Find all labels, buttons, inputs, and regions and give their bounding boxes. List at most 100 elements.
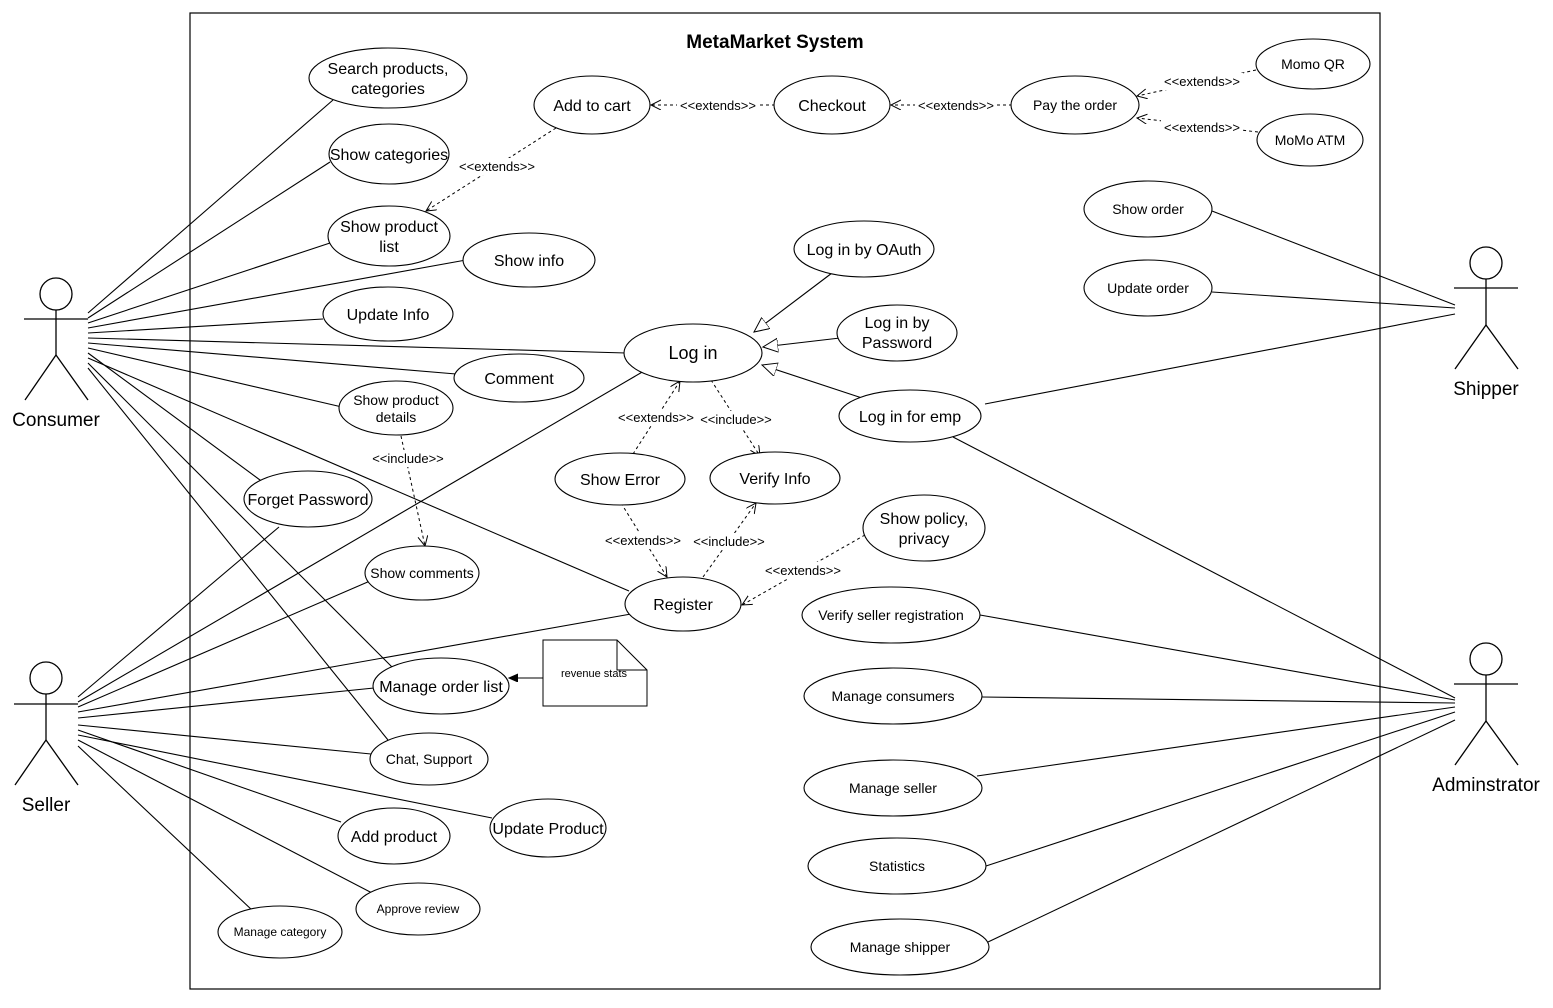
label-extends-pay-checkout: <<extends>>: [918, 98, 994, 113]
svg-text:Password: Password: [862, 335, 932, 352]
svg-text:Pay the order: Pay the order: [1033, 97, 1117, 113]
actor-seller[interactable]: Seller: [14, 661, 79, 816]
svg-text:Log in by OAuth: Log in by OAuth: [807, 242, 922, 259]
use-case-show-product-list[interactable]: Show product list: [327, 205, 451, 267]
svg-text:Manage order list: Manage order list: [379, 679, 503, 696]
use-case-manage-shipper[interactable]: Manage shipper: [810, 918, 990, 976]
use-case-verify-seller[interactable]: Verify seller registration: [801, 586, 981, 644]
dependency-labels: <<extends>> <<extends>> <<extends>> <<ex…: [369, 73, 1243, 579]
use-case-statistics[interactable]: Statistics: [807, 837, 987, 895]
use-case-manage-category[interactable]: Manage category: [217, 905, 343, 959]
use-case-show-comments[interactable]: Show comments: [364, 545, 480, 601]
svg-text:Show categories: Show categories: [330, 147, 448, 164]
use-case-login[interactable]: Log in: [623, 323, 763, 383]
label-include-verify-login: <<include>>: [700, 412, 772, 427]
use-case-show-order[interactable]: Show order: [1083, 180, 1213, 238]
use-case-verify-info[interactable]: Verify Info: [709, 451, 841, 505]
label-extends-cart-list: <<extends>>: [459, 159, 535, 174]
svg-text:list: list: [379, 239, 399, 256]
note-revenue-stats: revenue stats: [542, 639, 648, 707]
svg-text:Update Info: Update Info: [347, 307, 430, 324]
use-case-update-product[interactable]: Update Product: [489, 798, 607, 858]
use-case-manage-consumers[interactable]: Manage consumers: [803, 667, 983, 725]
consumer-associations: [87, 99, 630, 741]
use-case-update-order[interactable]: Update order: [1083, 259, 1213, 317]
use-case-pay-order[interactable]: Pay the order: [1010, 75, 1140, 135]
svg-text:categories: categories: [351, 81, 425, 98]
svg-text:Approve review: Approve review: [377, 902, 460, 916]
use-case-login-emp[interactable]: Log in for emp: [838, 389, 982, 443]
use-case-login-password[interactable]: Log in by Password: [836, 304, 958, 362]
svg-text:Statistics: Statistics: [869, 858, 925, 874]
admin-associations: [952, 436, 1456, 943]
use-case-login-oauth[interactable]: Log in by OAuth: [793, 220, 935, 278]
svg-text:Log in for emp: Log in for emp: [859, 409, 961, 426]
seller-associations: [77, 370, 645, 912]
svg-text:Show product: Show product: [340, 219, 438, 236]
actor-label: Shipper: [1453, 379, 1519, 400]
use-case-show-product-details[interactable]: Show product details: [338, 380, 454, 436]
svg-text:Show product: Show product: [353, 392, 439, 408]
svg-text:Search products,: Search products,: [328, 61, 449, 78]
dependency-lines: [400, 69, 1259, 605]
label-extends-momo-qr: <<extends>>: [1164, 74, 1240, 89]
use-case-forget-password[interactable]: Forget Password: [243, 470, 373, 528]
svg-text:Log in by: Log in by: [865, 315, 930, 332]
svg-text:Register: Register: [653, 597, 713, 614]
use-case-manage-seller[interactable]: Manage seller: [803, 759, 983, 817]
svg-text:Verify Info: Verify Info: [739, 471, 810, 488]
use-case-update-info[interactable]: Update Info: [322, 286, 454, 342]
use-case-comment[interactable]: Comment: [453, 353, 585, 403]
use-case-chat-support[interactable]: Chat, Support: [369, 732, 489, 786]
svg-text:Chat, Support: Chat, Support: [386, 751, 472, 767]
use-case-checkout[interactable]: Checkout: [773, 75, 891, 135]
svg-text:Update order: Update order: [1107, 280, 1189, 296]
svg-text:Checkout: Checkout: [798, 98, 866, 115]
use-case-momo-atm[interactable]: MoMo ATM: [1256, 113, 1364, 167]
use-case-show-error[interactable]: Show Error: [554, 452, 686, 506]
svg-text:Forget Password: Forget Password: [248, 492, 369, 509]
label-include-verify-register: <<include>>: [693, 534, 765, 549]
svg-text:Update Product: Update Product: [492, 821, 604, 838]
shipper-associations: [984, 210, 1456, 405]
svg-text:Log in: Log in: [668, 343, 717, 363]
use-case-register[interactable]: Register: [624, 576, 742, 632]
label-extends-policy-register: <<extends>>: [765, 563, 841, 578]
use-case-show-info[interactable]: Show info: [462, 232, 596, 288]
label-extends-checkout-cart: <<extends>>: [680, 98, 756, 113]
svg-text:MoMo ATM: MoMo ATM: [1275, 132, 1346, 148]
use-case-search[interactable]: Search products, categories: [308, 47, 468, 109]
use-case-manage-order-list[interactable]: Manage order list: [372, 657, 510, 715]
svg-text:Show Error: Show Error: [580, 472, 661, 489]
svg-text:Manage category: Manage category: [234, 925, 327, 939]
actor-label: Adminstrator: [1432, 775, 1540, 796]
use-case-add-to-cart[interactable]: Add to cart: [533, 75, 651, 135]
svg-text:Add product: Add product: [351, 829, 438, 846]
svg-text:Show order: Show order: [1112, 201, 1184, 217]
system-title: MetaMarket System: [686, 32, 863, 53]
use-cases: Search products, categories Show categor…: [217, 38, 1371, 976]
svg-text:details: details: [376, 409, 416, 425]
use-case-show-categories[interactable]: Show categories: [328, 123, 450, 185]
use-case-show-policy[interactable]: Show policy, privacy: [862, 494, 986, 562]
svg-text:Manage consumers: Manage consumers: [832, 688, 955, 704]
use-case-add-product[interactable]: Add product: [337, 807, 451, 865]
use-case-momo-qr[interactable]: Momo QR: [1255, 38, 1371, 90]
actor-shipper[interactable]: Shipper: [1453, 246, 1519, 400]
svg-text:Verify seller registration: Verify seller registration: [818, 607, 964, 623]
svg-text:Manage seller: Manage seller: [849, 780, 937, 796]
svg-text:revenue stats: revenue stats: [561, 668, 628, 680]
svg-text:Comment: Comment: [484, 371, 554, 388]
label-include-comments: <<include>>: [372, 451, 444, 466]
label-extends-error-register: <<extends>>: [605, 533, 681, 548]
svg-text:Show policy,: Show policy,: [880, 511, 969, 528]
actor-administrator[interactable]: Adminstrator: [1432, 642, 1541, 796]
svg-text:Manage shipper: Manage shipper: [850, 939, 951, 955]
actor-consumer[interactable]: Consumer: [12, 277, 100, 431]
svg-text:Show info: Show info: [494, 253, 564, 270]
label-extends-momo-atm: <<extends>>: [1164, 120, 1240, 135]
actor-label: Consumer: [12, 410, 100, 431]
svg-text:Add to cart: Add to cart: [553, 98, 631, 115]
use-case-approve-review[interactable]: Approve review: [355, 882, 481, 936]
